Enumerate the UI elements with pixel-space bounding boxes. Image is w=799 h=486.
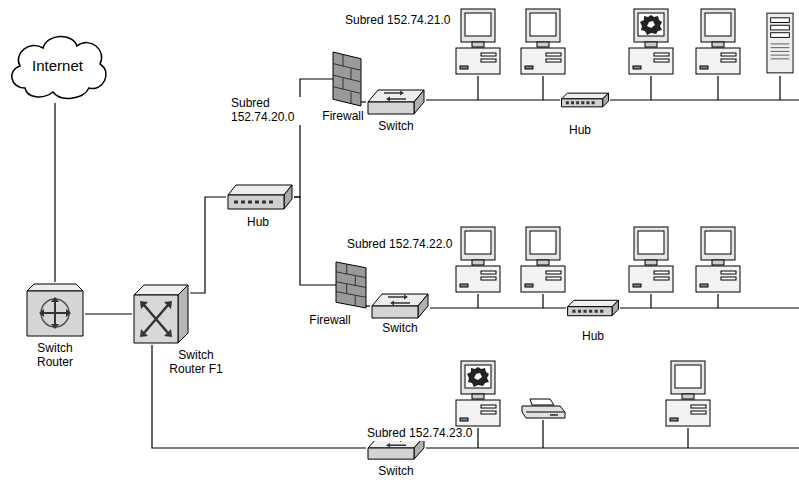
drawing-part	[39, 297, 71, 329]
node-label: Switch Router F1	[163, 349, 229, 377]
hub-icon: Hub	[226, 183, 294, 211]
switch-icon: Switch	[370, 292, 430, 320]
drawing-part	[144, 305, 168, 333]
pc-symbol	[696, 9, 740, 74]
switch-router-icon: Switch Router F1	[132, 283, 190, 345]
network-link	[366, 305, 370, 306]
network-link	[85, 313, 132, 314]
drawing-part	[386, 91, 404, 102]
drawing-part	[336, 264, 366, 305]
drawing-part	[43, 301, 67, 325]
node-label: Switch Router	[32, 342, 78, 370]
printer-symbol	[522, 399, 565, 418]
router-icon: Switch Router	[25, 282, 85, 338]
pc-symbol	[629, 9, 673, 74]
internet-cloud: Internet	[5, 28, 110, 103]
drawing-part	[612, 300, 618, 315]
drawing-part	[426, 100, 799, 448]
drawing-part	[134, 295, 178, 343]
pc-symbol	[666, 361, 710, 426]
hub-icon: Hub	[560, 92, 610, 108]
drawing-part	[568, 307, 612, 316]
drawing-part	[178, 285, 188, 343]
node-label: Firewall	[322, 110, 363, 124]
drawing-part	[414, 90, 424, 114]
drawing-part	[368, 102, 414, 114]
drawing-part	[478, 294, 718, 308]
drawing-part	[568, 300, 619, 306]
drawing-part	[368, 448, 414, 459]
pc-symbol	[456, 9, 500, 74]
node-label: Hub	[247, 216, 269, 230]
hub-symbol	[226, 183, 294, 211]
drawing-part	[384, 93, 406, 99]
pc-symbol	[456, 227, 500, 292]
firewall-symbol	[336, 262, 366, 308]
drawing-part	[561, 99, 602, 107]
node-label: Hub	[569, 124, 591, 138]
node-label: Firewall	[309, 314, 350, 328]
drawing-part	[333, 55, 361, 103]
drawing-part	[372, 306, 418, 318]
drawing-part	[333, 52, 361, 106]
network-link	[54, 103, 55, 282]
subnet-label: Subred 152.74.20.0	[230, 97, 302, 125]
network-link	[294, 197, 336, 285]
switch-icon: Switch	[366, 88, 426, 116]
firewall-symbol	[333, 52, 361, 106]
node-label: Switch	[378, 465, 413, 479]
node-label: Internet	[32, 57, 83, 74]
hub-symbol	[560, 92, 610, 108]
server-tower	[767, 13, 793, 73]
node-label: Switch	[382, 322, 417, 336]
network-link	[430, 307, 566, 308]
network-link	[152, 345, 366, 448]
computers	[456, 9, 793, 426]
drawing-part	[284, 185, 292, 209]
network-link	[361, 101, 366, 102]
bus-lines	[426, 76, 799, 448]
node-label: Hub	[582, 330, 604, 344]
network-link	[190, 197, 226, 293]
switch-symbol	[370, 292, 430, 320]
l3switch-symbol	[132, 283, 190, 345]
network-link	[426, 99, 560, 100]
drawing-part	[12, 36, 106, 98]
router-symbol	[25, 282, 85, 338]
pc-symbol	[696, 227, 740, 292]
pc-symbol	[521, 227, 565, 292]
drawing-part	[228, 185, 292, 195]
hub-icon: Hub	[566, 299, 620, 317]
drawing-part	[41, 299, 69, 327]
pc-symbol	[521, 9, 565, 74]
drawing-part	[336, 262, 366, 308]
drawing-part	[566, 101, 595, 104]
switch-symbol	[366, 88, 426, 116]
firewall-icon: Firewall	[333, 52, 361, 106]
node-label: Switch	[378, 120, 413, 134]
drawing-part	[418, 294, 428, 318]
drawing-part	[603, 93, 609, 107]
drawing-part	[390, 295, 408, 306]
drawing-part	[27, 291, 83, 336]
drawing-part	[478, 76, 780, 100]
drawing-part	[234, 201, 273, 204]
subnet-label: Subred 152.74.23.0	[366, 427, 473, 441]
drawing-part	[140, 301, 172, 337]
hub-symbol	[566, 299, 620, 317]
pc-symbol	[629, 227, 673, 292]
subnet-label: Subred 152.74.22.0	[346, 238, 453, 252]
drawing-part	[572, 310, 603, 313]
subnet-label: Subred 152.74.21.0	[344, 14, 451, 28]
drawing-part	[388, 297, 410, 303]
drawing-part	[478, 420, 688, 448]
drawing-part	[228, 195, 284, 209]
drawing-part	[561, 93, 608, 99]
drawing-part	[27, 284, 83, 291]
pc-symbol	[456, 361, 500, 426]
firewall-icon: Firewall	[336, 262, 366, 308]
